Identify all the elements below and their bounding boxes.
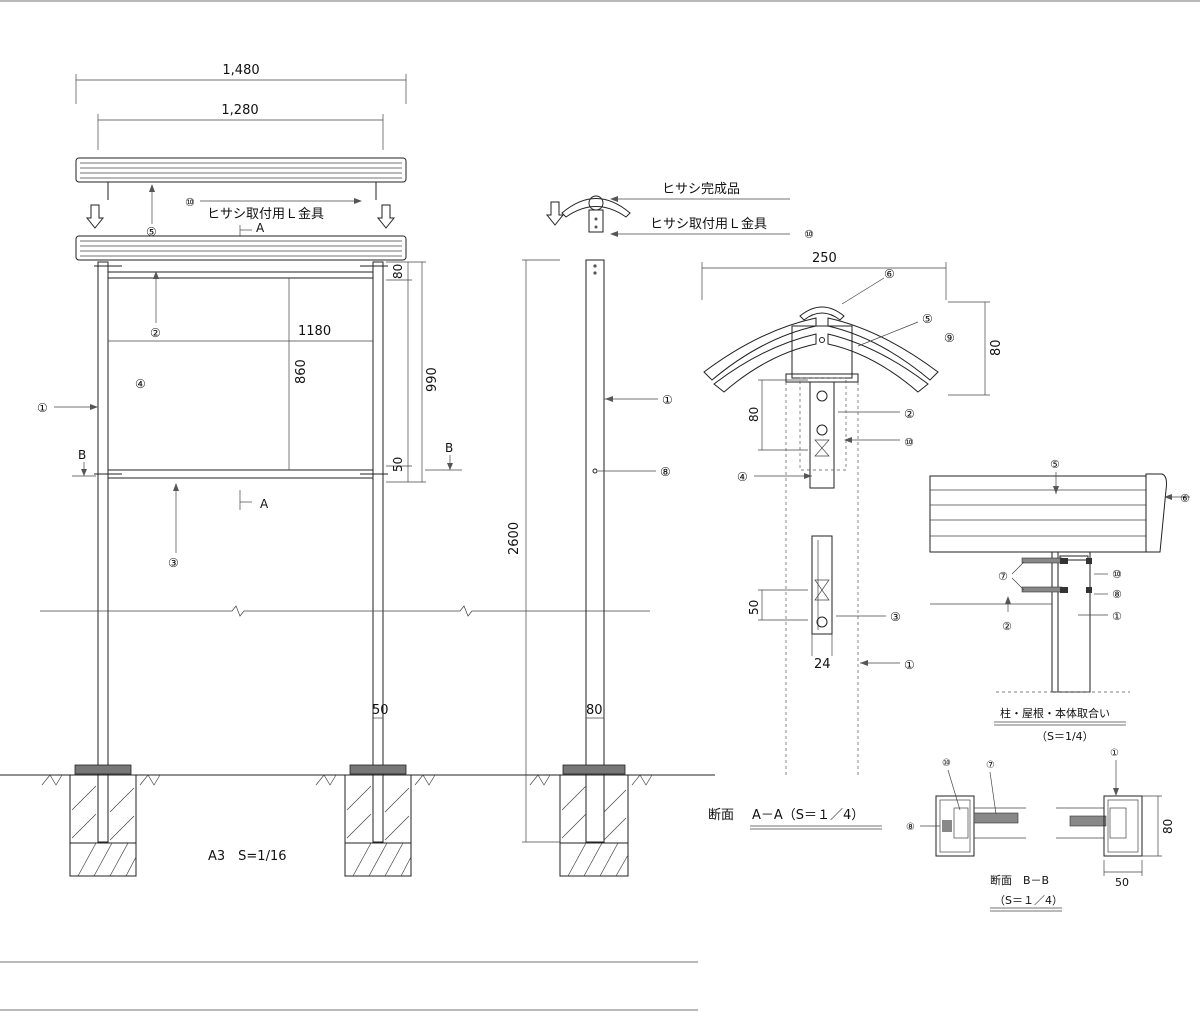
- canopy-exploded: [75, 157, 407, 200]
- footing-left: [41, 764, 161, 877]
- part-4-label: ④: [135, 377, 146, 391]
- part-10-label: ⑩: [185, 196, 195, 209]
- part-2-aa: ②: [904, 407, 915, 421]
- part-1-bb: ①: [1110, 748, 1119, 759]
- part-4-aa: ④: [737, 470, 748, 484]
- dim-rail-80: 80: [747, 407, 761, 422]
- part-7-joint: ⑦: [998, 570, 1008, 583]
- section-b-right: B: [445, 441, 453, 455]
- part-10-side: ⑩: [804, 228, 814, 241]
- section-b-left: B: [78, 448, 86, 462]
- section-bb-scale: （S＝１／4）: [994, 894, 1063, 907]
- part-8-bb: ⑧: [906, 822, 915, 833]
- part-6-aa: ⑥: [884, 267, 895, 281]
- down-arrow-icon: [545, 201, 565, 226]
- down-arrow-icon: [85, 204, 105, 229]
- part-6-joint: ⑥: [1180, 492, 1190, 505]
- part-2-label: ②: [150, 326, 161, 340]
- canopy-side: [561, 198, 631, 218]
- part-10-aa: ⑩: [904, 436, 914, 449]
- eave-section: [703, 317, 817, 381]
- dim-bb-50: 50: [1115, 876, 1129, 889]
- scale-main: A3 S=1/16: [208, 849, 287, 864]
- dim-bb-80: 80: [1161, 819, 1175, 834]
- dim-post-80: 80: [586, 703, 603, 718]
- dim-80-top: 80: [391, 264, 405, 279]
- part-1-aa: ①: [904, 658, 915, 672]
- dim-250: 250: [812, 251, 837, 266]
- bracket-label-side: ヒサシ取付用Ｌ金具: [650, 216, 767, 232]
- section-a-bottom: A: [260, 497, 269, 511]
- joint-detail: ⑥ ⑤ ② ⑦ ⑩ ⑧ ① 柱・屋根・本体取合い （S＝1/4）: [929, 458, 1190, 743]
- part-1-label: ①: [37, 401, 48, 415]
- down-arrow-icon: [376, 204, 396, 229]
- part-5-label: ⑤: [146, 225, 157, 239]
- post-right: [372, 261, 384, 843]
- break-line: [40, 605, 650, 617]
- dim-eave-80: 80: [989, 339, 1004, 356]
- front-elevation: 1,480 1,280 ⑤: [0, 63, 715, 877]
- canopy-assembled: [75, 235, 407, 261]
- part-3-label: ③: [168, 556, 179, 570]
- part-1-side: ①: [662, 393, 673, 407]
- bracket-label-front: ヒサシ取付用Ｌ金具: [207, 206, 324, 222]
- part-1-joint: ①: [1112, 610, 1122, 623]
- section-aa: 250 80 ⑥ ⑤ ⑨ ② ⑩ ④: [701, 251, 1004, 830]
- dim-860: 860: [294, 359, 309, 384]
- post-left: [97, 261, 109, 843]
- section-aa-title: A－A（S＝１／4）: [752, 808, 864, 823]
- dim-1280: 1,280: [221, 103, 258, 118]
- part-9-aa: ⑨: [944, 331, 955, 345]
- dim-1180: 1180: [298, 324, 331, 339]
- dim-post-50: 50: [372, 703, 389, 718]
- part-8-joint: ⑧: [1112, 588, 1122, 601]
- part-8-side: ⑧: [660, 465, 671, 479]
- dim-990: 990: [425, 367, 440, 392]
- footing-right: [315, 764, 436, 877]
- section-bb-title: 断面 B－B: [990, 873, 1049, 887]
- dim-1480: 1,480: [222, 63, 259, 78]
- footing-side: [529, 764, 653, 877]
- eave-end-cap: [1145, 473, 1167, 553]
- section-aa-prefix: 断面: [708, 808, 734, 823]
- part-10-bb: ⑩: [942, 758, 951, 769]
- dim-rail-50: 50: [747, 600, 761, 615]
- part-10-joint: ⑩: [1112, 568, 1122, 581]
- part-5-joint: ⑤: [1050, 458, 1060, 471]
- side-elevation: ヒサシ完成品 ヒサシ取付用Ｌ金具 ⑩ ① ⑧ 2600 80: [507, 182, 814, 877]
- part-3-aa: ③: [890, 610, 901, 624]
- section-a-top: A: [256, 221, 265, 235]
- joint-title: 柱・屋根・本体取合い: [1000, 706, 1110, 720]
- dim-50-bottom: 50: [391, 457, 405, 472]
- part-5-aa: ⑤: [922, 312, 933, 326]
- canopy-complete-label: ヒサシ完成品: [662, 182, 740, 197]
- dim-2600: 2600: [507, 522, 522, 555]
- joint-scale: （S＝1/4）: [1036, 730, 1094, 743]
- section-bb: ⑩ ⑦ ⑧ ① 80 50 断面 B－B （S＝１／4）: [906, 748, 1175, 912]
- part-2-joint: ②: [1002, 620, 1012, 633]
- part-7-bb: ⑦: [986, 760, 995, 771]
- dim-24: 24: [814, 657, 831, 672]
- post-side: [585, 259, 605, 843]
